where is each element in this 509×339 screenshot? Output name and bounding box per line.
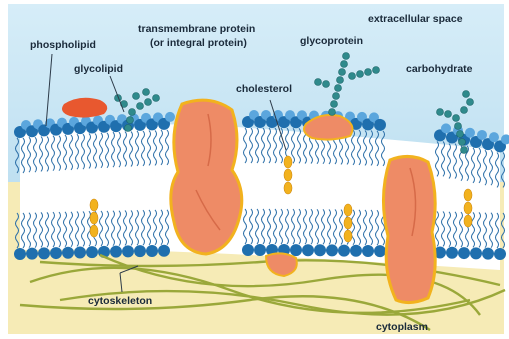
phospholipid-head [470,247,482,259]
phospholipid-head [290,244,302,256]
phospholipid-head [326,244,338,256]
phospholipid-head [446,247,458,259]
phospholipid-head [350,245,362,257]
phospholipid-head [14,248,26,260]
phospholipid-head [74,246,86,258]
label-glycoprotein: glycoprotein [300,35,363,47]
phospholipid-head [374,119,386,131]
phospholipid-head [374,245,386,257]
phospholipid-head [110,246,122,258]
phospholipid-head [134,245,146,257]
label-cholesterol: cholesterol [236,83,292,95]
phospholipid-head [465,128,475,138]
phospholipid-head [86,246,98,258]
phospholipid-head [158,245,170,257]
label-carbohydrate: carbohydrate [406,63,473,75]
phospholipid-head [494,248,506,260]
phospholipid-head [38,247,50,259]
phospholipid-head [458,247,470,259]
phospholipid-head [242,244,254,256]
phospholipid-head [254,244,266,256]
transmembrane-protein-right [383,156,435,302]
phospholipid-head [62,247,74,259]
phospholipid-head [302,244,314,256]
transmembrane-protein [171,100,242,254]
phospholipid-head [482,248,494,260]
label-integral-protein: (or integral protein) [150,37,247,49]
phospholipid-head [122,245,134,257]
label-cytoskeleton: cytoskeleton [88,295,152,307]
phospholipid-head [26,248,38,260]
phospholipid-head [489,132,499,142]
phospholipid-head [441,123,451,133]
phospholipid-head [50,247,62,259]
label-extracellular-space: extracellular space [368,13,463,25]
phospholipid-head [146,245,158,257]
phospholipid-head [362,245,374,257]
label-glycolipid: glycolipid [74,63,123,75]
label-phospholipid: phospholipid [30,39,96,51]
label-transmembrane-protein: transmembrane protein [138,23,255,35]
phospholipid-head [314,244,326,256]
phospholipid-head [338,245,350,257]
label-cytoplasm: cytoplasm [376,321,428,333]
phospholipid-head [165,112,175,122]
phospholipid-head [477,130,487,140]
